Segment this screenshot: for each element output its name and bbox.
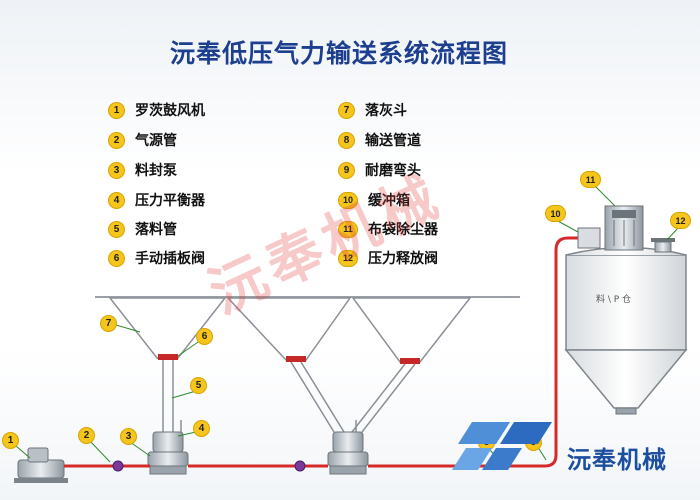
legend-badge: 9 — [338, 161, 355, 179]
legend-label: 缓冲箱 — [368, 193, 410, 209]
legend-item-2: 2 气源管 — [108, 130, 177, 150]
legend-badge: 2 — [108, 131, 125, 149]
legend-badge: 4 — [108, 191, 125, 209]
legend-badge: 5 — [108, 220, 125, 238]
callout-5: 5 — [190, 377, 207, 394]
page-title: 沅奉低压气力输送系统流程图 — [170, 39, 509, 68]
legend-item-3: 3 料封泵 — [108, 160, 177, 180]
legend-item-11: 11 布袋除尘器 — [338, 219, 438, 239]
callout-3: 3 — [120, 428, 137, 445]
silo-label: 料 \ P 仓 — [596, 295, 632, 305]
drop-pipe-1 — [162, 360, 174, 432]
legend-item-6: 6 手动插板阀 — [108, 248, 205, 268]
roots-blower — [14, 447, 68, 483]
legend-item-7: 7 落灰斗 — [338, 100, 407, 120]
legend-badge: 11 — [338, 220, 358, 238]
conveying-pipe — [368, 236, 582, 468]
callout-12: 12 — [670, 212, 691, 229]
legend-label: 气源管 — [135, 133, 177, 149]
legend-badge: 7 — [338, 101, 355, 119]
legend-label: 手动插板阀 — [135, 251, 205, 267]
legend-label: 罗茨鼓风机 — [135, 103, 205, 119]
callout-4: 4 — [193, 420, 210, 437]
legend-label: 布袋除尘器 — [368, 222, 438, 238]
gate-valve-1 — [158, 354, 178, 360]
material-seal-pump-1 — [147, 431, 189, 475]
legend-item-8: 8 输送管道 — [338, 130, 421, 150]
legend-item-4: 4 压力平衡器 — [108, 190, 205, 210]
legend-item-1: 1 罗茨鼓风机 — [108, 100, 205, 120]
legend-label: 压力平衡器 — [135, 193, 205, 209]
callout-6: 6 — [196, 328, 213, 345]
legend-item-12: 12 压力释放阀 — [338, 248, 438, 268]
legend-label: 耐磨弯头 — [365, 163, 421, 179]
legend-badge: 12 — [338, 249, 358, 267]
callout-1: 1 — [2, 432, 19, 449]
legend-label: 落灰斗 — [365, 103, 407, 119]
drop-pipe-3 — [351, 363, 416, 433]
callout-7: 7 — [100, 315, 117, 332]
silo — [564, 246, 688, 415]
legend-item-5: 5 落料管 — [108, 219, 177, 239]
bag-filter — [604, 205, 644, 251]
callout-2: 2 — [78, 427, 95, 444]
callout-11: 11 — [580, 171, 601, 188]
legend-label: 压力释放阀 — [368, 251, 438, 267]
buffer-box — [577, 227, 601, 249]
legend-label: 料封泵 — [135, 163, 177, 179]
material-seal-pump-2 — [327, 431, 369, 475]
legend-label: 落料管 — [135, 222, 177, 238]
legend-badge: 8 — [338, 131, 355, 149]
brand-logo-icon — [452, 422, 552, 470]
pipe-valve-1 — [112, 460, 124, 472]
legend-badge: 3 — [108, 161, 125, 179]
legend-label: 输送管道 — [365, 133, 421, 149]
legend-badge: 10 — [338, 191, 358, 209]
brand-name: 沅奉机械 — [567, 446, 667, 474]
legend-badge: 6 — [108, 249, 125, 267]
callout-10: 10 — [545, 205, 566, 222]
legend-badge: 1 — [108, 101, 125, 119]
legend-item-9: 9 耐磨弯头 — [338, 160, 421, 180]
ash-hopper-3 — [351, 297, 472, 363]
gate-valve-3 — [400, 358, 420, 364]
gate-valve-2 — [286, 356, 306, 362]
pressure-relief-valve — [651, 238, 675, 253]
legend-item-10: 10 缓冲箱 — [338, 190, 410, 210]
pipe-valve-2 — [294, 460, 306, 472]
drop-pipe-2 — [290, 361, 345, 433]
